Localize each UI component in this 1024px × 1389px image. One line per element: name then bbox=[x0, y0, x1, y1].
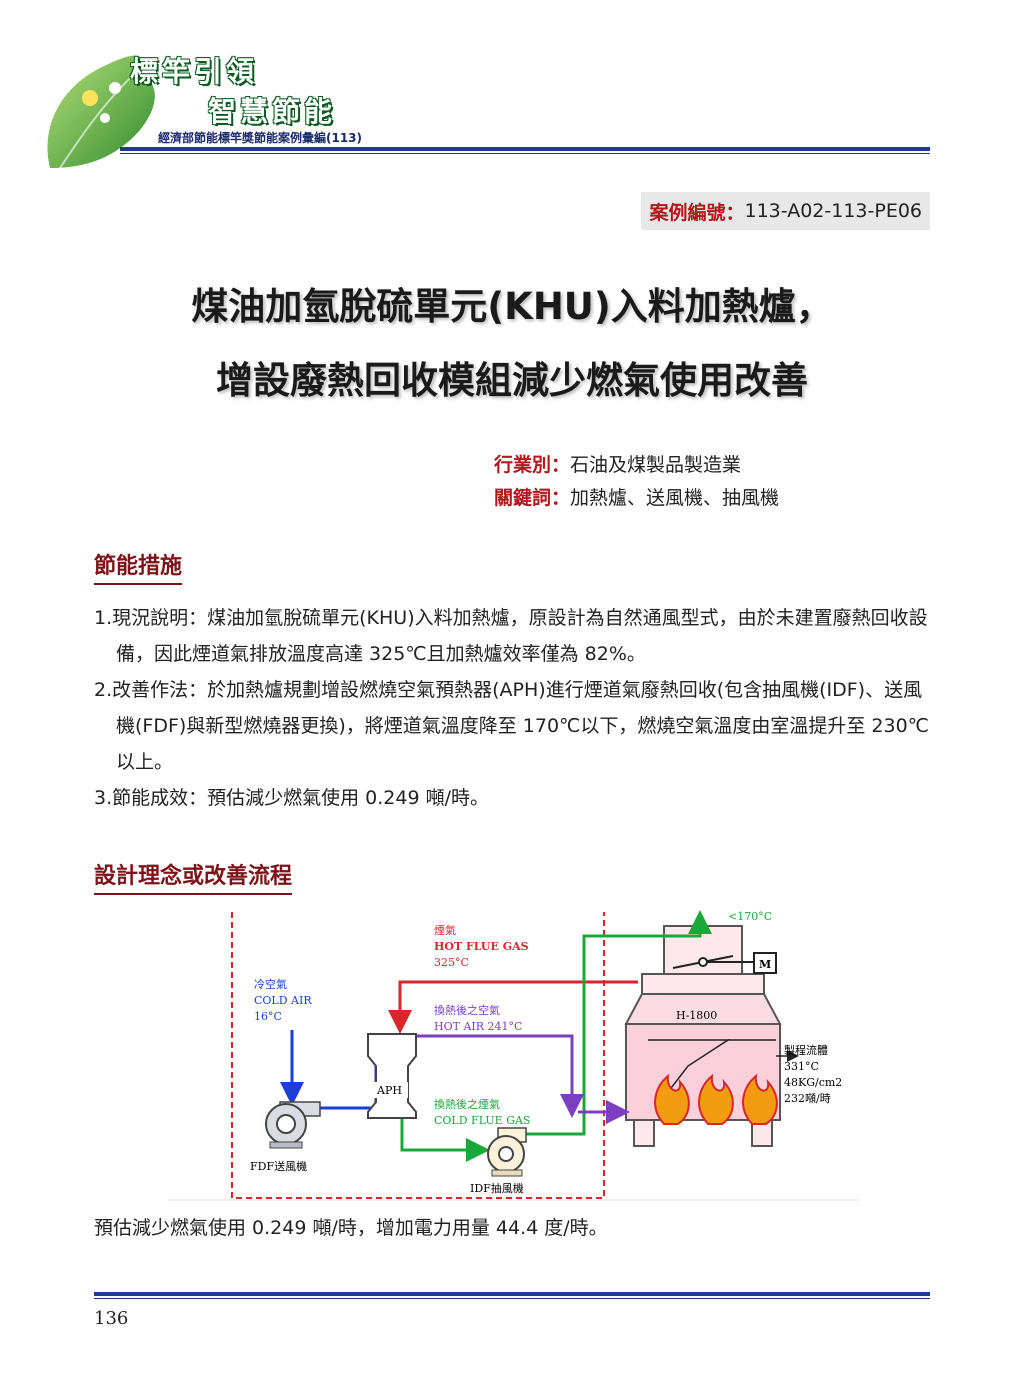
heater-leg bbox=[633, 1119, 655, 1147]
idf-fan-icon bbox=[487, 1127, 527, 1177]
flue-gas-zh-label: 煙氣 bbox=[434, 923, 456, 937]
motor-label: M bbox=[759, 958, 771, 971]
fdf-fan-icon bbox=[265, 1101, 321, 1149]
aph-unit bbox=[367, 1033, 417, 1119]
header-rule-thin bbox=[120, 153, 930, 154]
logo-title-line1: 標竿引領 bbox=[130, 55, 259, 88]
cold-air-zh-label: 冷空氣 bbox=[254, 977, 287, 991]
process-temp-label: 331°C bbox=[784, 1060, 819, 1073]
footer-rule-thin bbox=[94, 1298, 930, 1299]
industry-label: 行業別： bbox=[494, 454, 571, 476]
list-item: 1.現況說明：煤油加氫脫硫單元(KHU)入料加熱爐，原設計為自然通風型式，由於未… bbox=[94, 607, 928, 665]
process-fluid-label: 製程流體 bbox=[784, 1043, 828, 1057]
diagram-caption: 預估減少燃氣使用 0.249 噸/時，增加電力用量 44.4 度/時。 bbox=[94, 1217, 608, 1239]
process-flow-svg: M H-1800 APH bbox=[168, 910, 860, 1201]
cold-flue-gas-flow bbox=[400, 1116, 490, 1162]
process-flow-diagram: M H-1800 APH bbox=[168, 906, 860, 1202]
cold-flue-en-label: COLD FLUE GAS bbox=[434, 1114, 530, 1127]
hot-flue-gas-flow bbox=[388, 980, 638, 1034]
boundary-dashed bbox=[231, 912, 605, 1199]
header-subtitle: 經濟部節能標竿獎節能案例彙編(113) bbox=[158, 131, 363, 145]
motor-icon bbox=[753, 952, 777, 974]
industry-value: 石油及煤製品製造業 bbox=[570, 454, 742, 476]
hot-air-en-label: HOT AIR 241°C bbox=[434, 1020, 522, 1033]
flue-gas-temp-label: 325°C bbox=[434, 956, 469, 969]
section-heading-design: 設計理念或改善流程 bbox=[94, 858, 293, 895]
heater-label: H-1800 bbox=[676, 1009, 717, 1022]
header-logo bbox=[20, 28, 400, 188]
list-item: 2.改善作法：於加熱爐規劃增設燃燒空氣預熱器(APH)進行煙道氣廢熱回收(包含抽… bbox=[94, 679, 930, 773]
footer-rule bbox=[94, 1292, 930, 1296]
keywords-value: 加熱爐、送風機、抽風機 bbox=[570, 487, 780, 509]
keywords-label: 關鍵詞： bbox=[494, 487, 571, 509]
aph-label: APH bbox=[376, 1084, 402, 1097]
page-title: 煤油加氫脫硫單元(KHU)入料加熱爐， 增設廢熱回收模組減少燃氣使用改善 bbox=[60, 270, 964, 418]
page-number: 136 bbox=[94, 1308, 129, 1329]
idf-label: IDF抽風機 bbox=[470, 1181, 524, 1195]
case-number-box: 案例編號： 113-A02-113-PE06 bbox=[641, 192, 930, 230]
exhaust-temp-label: <170°C bbox=[728, 910, 772, 923]
fdf-label: FDF送風機 bbox=[250, 1159, 307, 1173]
page-title-line1: 煤油加氫脫硫單元(KHU)入料加熱爐， bbox=[191, 285, 833, 328]
cold-air-temp-label: 16°C bbox=[254, 1010, 282, 1023]
cold-air-en-label: COLD AIR bbox=[254, 994, 312, 1007]
case-number-value: 113-A02-113-PE06 bbox=[744, 200, 923, 222]
flame-icon bbox=[654, 1073, 778, 1125]
keywords-row: 關鍵詞：加熱爐、送風機、抽風機 bbox=[494, 483, 779, 510]
hot-air-zh-label: 換熱後之空氣 bbox=[434, 1003, 500, 1017]
industry-row: 行業別：石油及煤製品製造業 bbox=[494, 450, 741, 477]
header-rule bbox=[120, 147, 930, 151]
process-pressure-label: 48KG/cm2 bbox=[784, 1076, 842, 1089]
flue-gas-en-label: HOT FLUE GAS bbox=[434, 940, 529, 953]
hot-air-flow bbox=[412, 1034, 584, 1118]
cold-flue-zh-label: 換熱後之煙氣 bbox=[434, 1097, 500, 1111]
process-flow-label: 232噸/時 bbox=[784, 1091, 831, 1105]
exhaust-flow bbox=[524, 910, 712, 1136]
measures-list: 1.現況說明：煤油加氫脫硫單元(KHU)入料加熱爐，原設計為自然通風型式，由於未… bbox=[94, 600, 930, 816]
logo-title-line2: 智慧節能 bbox=[208, 95, 337, 128]
section-heading-measures: 節能措施 bbox=[94, 548, 183, 585]
taiwan-leaf-logo-icon bbox=[47, 55, 155, 169]
list-item: 3.節能成效：預估減少燃氣使用 0.249 噸/時。 bbox=[94, 787, 490, 809]
case-number-label: 案例編號： bbox=[649, 201, 745, 224]
heater-transition bbox=[641, 973, 765, 995]
page-title-line2: 增設廢熱回收模組減少燃氣使用改善 bbox=[216, 359, 808, 402]
